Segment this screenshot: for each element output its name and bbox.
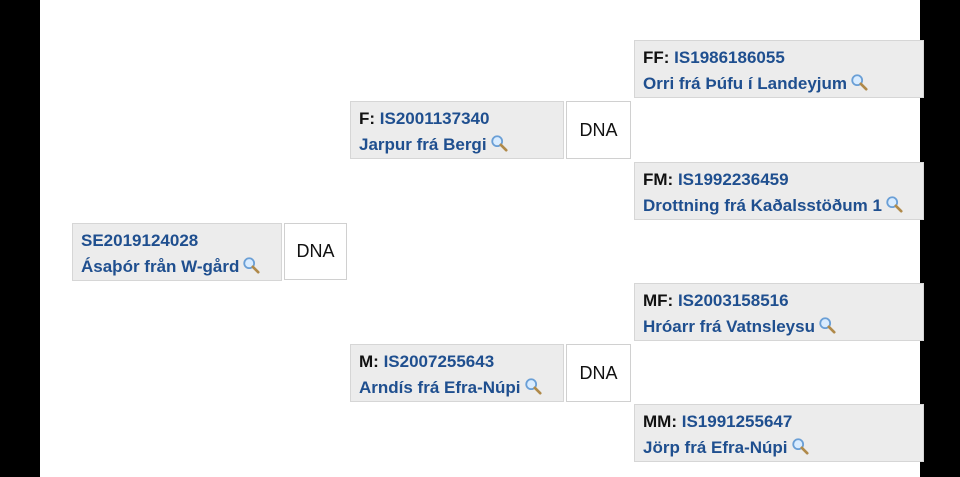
mf-label: MF: bbox=[643, 291, 674, 310]
dam-label: M: bbox=[359, 352, 379, 371]
mm-reg-link[interactable]: IS1991255647 bbox=[681, 412, 793, 431]
mm-label: MM: bbox=[643, 412, 677, 431]
ff-card: FF: IS1986186055 Orri frá Þúfu í Landeyj… bbox=[634, 40, 924, 98]
magnifier-icon[interactable] bbox=[524, 377, 542, 395]
ff-name-link[interactable]: Orri frá Þúfu í Landeyjum bbox=[643, 74, 848, 93]
subject-name-link[interactable]: Ásaþór från W-gård bbox=[81, 257, 240, 276]
dam-card: M: IS2007255643 Arndís frá Efra-Núpi bbox=[350, 344, 564, 402]
magnifier-icon[interactable] bbox=[791, 437, 809, 455]
subject-card: SE2019124028 Ásaþór från W-gård bbox=[72, 223, 282, 281]
sire-label: F: bbox=[359, 109, 376, 128]
sire-name-link[interactable]: Jarpur frá Bergi bbox=[359, 135, 487, 154]
mm-card: MM: IS1991255647 Jörp frá Efra-Núpi bbox=[634, 404, 924, 462]
magnifier-icon[interactable] bbox=[850, 73, 868, 91]
subject-dna-button[interactable]: DNA bbox=[284, 223, 347, 280]
mf-reg-link[interactable]: IS2003158516 bbox=[677, 291, 789, 310]
magnifier-icon[interactable] bbox=[818, 316, 836, 334]
mm-name-link[interactable]: Jörp frá Efra-Núpi bbox=[643, 438, 788, 457]
ff-label: FF: bbox=[643, 48, 670, 67]
fm-card: FM: IS1992236459 Drottning frá Kaðalsstö… bbox=[634, 162, 924, 220]
mf-name-link[interactable]: Hróarr frá Vatnsleysu bbox=[643, 317, 815, 336]
magnifier-icon[interactable] bbox=[490, 134, 508, 152]
fm-label: FM: bbox=[643, 170, 674, 189]
magnifier-icon[interactable] bbox=[885, 195, 903, 213]
dam-name-link[interactable]: Arndís frá Efra-Núpi bbox=[359, 378, 521, 397]
dam-reg-link[interactable]: IS2007255643 bbox=[383, 352, 495, 371]
mf-card: MF: IS2003158516 Hróarr frá Vatnsleysu bbox=[634, 283, 924, 341]
subject-reg-link[interactable]: SE2019124028 bbox=[81, 231, 199, 250]
fm-reg-link[interactable]: IS1992236459 bbox=[677, 170, 789, 189]
fm-name-link[interactable]: Drottning frá Kaðalsstöðum 1 bbox=[643, 196, 882, 215]
sire-card: F: IS2001137340 Jarpur frá Bergi bbox=[350, 101, 564, 159]
dam-dna-button[interactable]: DNA bbox=[566, 344, 631, 402]
pedigree-page: SE2019124028 Ásaþór från W-gård DNA F: I… bbox=[40, 0, 924, 477]
sire-dna-button[interactable]: DNA bbox=[566, 101, 631, 159]
magnifier-icon[interactable] bbox=[242, 256, 260, 274]
sire-reg-link[interactable]: IS2001137340 bbox=[379, 109, 490, 128]
ff-reg-link[interactable]: IS1986186055 bbox=[674, 48, 785, 67]
